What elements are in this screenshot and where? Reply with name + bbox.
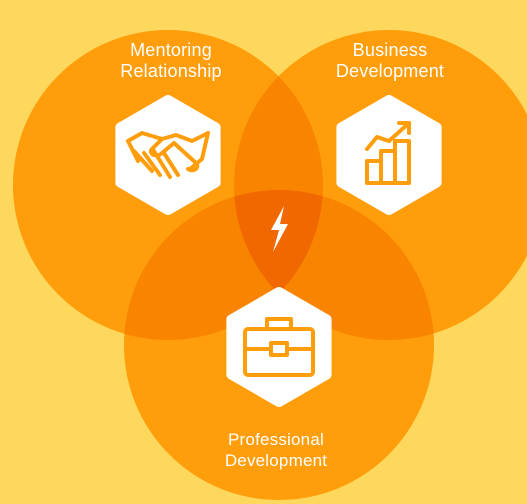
overlap-business-professional: [234, 190, 434, 340]
label-professional-line2: Development: [224, 451, 328, 470]
growth-chart-icon: [336, 95, 442, 215]
label-professional-line1: Professional: [228, 430, 324, 449]
label-business-development: Business Development: [300, 40, 480, 82]
lightning-bolt-icon: [271, 206, 288, 252]
handshake-icon: [115, 95, 221, 215]
label-mentoring-relationship: Mentoring Relationship: [86, 40, 256, 82]
label-business-line1: Business: [352, 40, 428, 60]
label-business-line2: Development: [335, 61, 445, 81]
briefcase-icon: [226, 287, 332, 407]
overlap-mentoring-professional: [124, 190, 323, 340]
label-mentoring-line1: Mentoring: [130, 40, 212, 60]
label-professional-development: Professional Development: [196, 429, 356, 471]
label-mentoring-line2: Relationship: [120, 61, 222, 81]
